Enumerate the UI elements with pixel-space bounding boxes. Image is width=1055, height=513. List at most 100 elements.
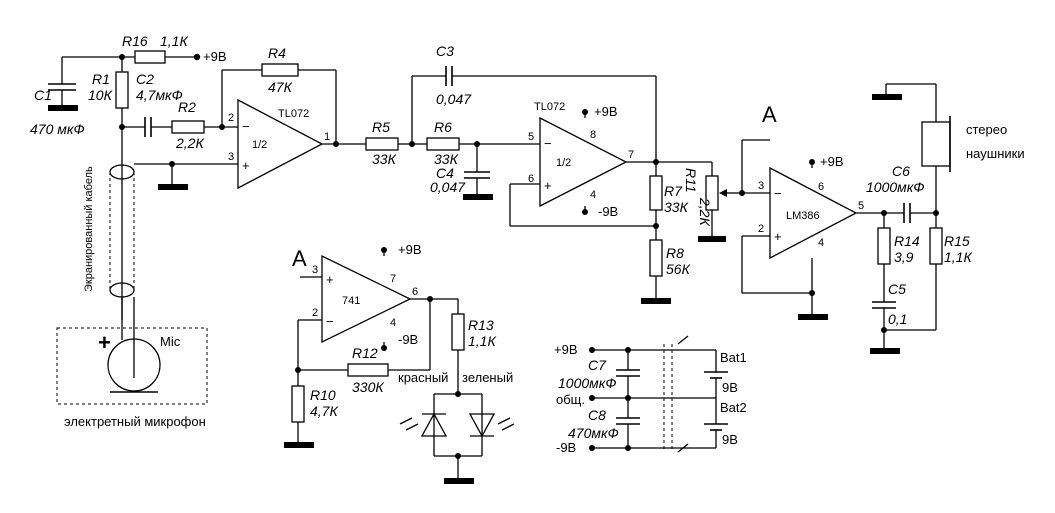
filter-section [365, 66, 770, 304]
label-c8-value: 470мкФ [568, 425, 619, 441]
label-u3-pin-gnd: 4 [818, 237, 824, 249]
headphone-jack [921, 121, 951, 167]
label-ps-pos: +9В [554, 342, 578, 357]
label-r5-value: 33К [372, 151, 397, 167]
label-r13-value: 1,1К [468, 333, 496, 349]
resistor-r1 [115, 71, 129, 109]
label-c6-value: 1000мкФ [866, 179, 924, 195]
label-bat1-name: Bat1 [720, 350, 747, 365]
label-r10-name: R10 [310, 387, 336, 403]
label-r16-name: R16 [122, 33, 148, 49]
label-u4-pin-out: 6 [412, 286, 418, 298]
label-u2-supply-neg: -9В [598, 204, 618, 219]
label-u3-pin-vp: 6 [818, 181, 824, 193]
ground-symbol [870, 348, 900, 354]
ground-symbol [698, 236, 726, 242]
label-c4-value: 0,047 [430, 179, 466, 195]
opamp-u3 [741, 83, 951, 354]
resistor-r7 [649, 175, 663, 211]
label-u1-minus: − [242, 119, 250, 134]
resistor-r2 [171, 120, 205, 134]
label-ps-neg: -9В [556, 440, 576, 455]
label-u2-supply-pos: +9В [594, 104, 618, 119]
label-r14-value: 3,9 [894, 249, 914, 265]
label-c4-name: C4 [436, 165, 454, 181]
label-r7-name: R7 [664, 183, 683, 199]
label-u4-part: 741 [342, 295, 360, 307]
label-u1-pin-out: 1 [324, 131, 330, 143]
label-u3-minus: − [774, 186, 782, 201]
label-u4-pin-vn: 4 [390, 317, 396, 329]
label-c3-value: 0,047 [436, 91, 472, 107]
microphone-symbol [107, 338, 161, 392]
label-node-a-left: A [292, 246, 307, 271]
opamp-u4 [284, 247, 515, 484]
label-r12-value: 330К [352, 379, 384, 395]
label-u2-pin-inv: 5 [528, 131, 534, 143]
label-c2-value: 4,7мкФ [136, 87, 183, 103]
label-u2-half: 1/2 [556, 157, 571, 169]
label-u4-pin-vp: 7 [390, 273, 396, 285]
label-ps-common: общ. [556, 392, 585, 407]
ground-symbol [284, 442, 314, 448]
label-mic-caption: электретный микрофон [64, 414, 206, 429]
label-c3-name: C3 [436, 43, 454, 59]
opamp-u1 [221, 63, 366, 190]
label-u2-part: TL072 [534, 101, 565, 113]
ground-symbol [48, 105, 78, 111]
resistor-r12 [347, 363, 389, 377]
label-r1-value: 10К [88, 87, 113, 103]
resistor-r6 [426, 137, 460, 151]
label-r11-name: R11 [683, 168, 699, 193]
label-c2-name: C2 [136, 71, 154, 87]
label-c5-name: C5 [888, 281, 906, 297]
label-node-a-right: A [762, 102, 777, 127]
label-led-red: красный [398, 370, 448, 385]
resistor-r13 [451, 313, 465, 351]
label-u2-minus: − [544, 136, 552, 151]
label-bat2-name: Bat2 [720, 400, 747, 415]
label-r5-name: R5 [372, 119, 390, 135]
label-u1-pin-noninv: 3 [228, 151, 234, 163]
label-r13-name: R13 [468, 317, 494, 333]
ground-symbol [463, 194, 493, 200]
label-u2-pin-noninv: 6 [528, 173, 534, 185]
label-u1-pin-inv: 2 [228, 112, 234, 124]
label-r1-name: R1 [92, 71, 110, 87]
label-u3-pin-out: 5 [858, 200, 864, 212]
label-u3-part: LM386 [786, 210, 820, 222]
label-c7-value: 1000мкФ [558, 375, 616, 391]
opamp-u2-body [539, 116, 628, 208]
label-r6-name: R6 [434, 119, 452, 135]
label-r15-value: 1,1К [944, 249, 972, 265]
label-r11-value: 2,2К [697, 197, 713, 226]
resistor-r16 [134, 50, 166, 64]
label-r8-name: R8 [666, 245, 684, 261]
label-r16-value: 1,1К [160, 33, 188, 49]
label-bat1-value: 9В [722, 380, 738, 395]
resistor-r5 [365, 137, 399, 151]
label-r2-value: 2,2К [175, 135, 204, 151]
resistor-r4 [261, 63, 299, 77]
resistor-r8 [649, 239, 663, 277]
label-c8-name: C8 [588, 407, 606, 423]
label-r6-value: 33К [434, 151, 459, 167]
label-u2-pin-vp: 8 [590, 129, 596, 141]
label-r10-value: 4,7К [310, 403, 338, 419]
label-bat2-value: 9В [722, 432, 738, 447]
resistor-r14 [877, 227, 891, 265]
ground-symbol [641, 298, 671, 304]
label-c6-name: C6 [892, 163, 910, 179]
label-r4-name: R4 [268, 45, 286, 61]
label-c7-name: C7 [588, 357, 607, 373]
label-u4-plus: + [326, 272, 334, 287]
label-r15-name: R15 [944, 233, 970, 249]
label-u1-plus: + [242, 158, 250, 173]
label-mic: Mic [160, 334, 181, 349]
led-green [468, 413, 496, 438]
label-r14-name: R14 [894, 233, 920, 249]
label-u3-pin-3: 3 [758, 180, 764, 192]
ground-symbol [158, 184, 188, 190]
label-u3-supply-pos: +9В [820, 154, 844, 169]
